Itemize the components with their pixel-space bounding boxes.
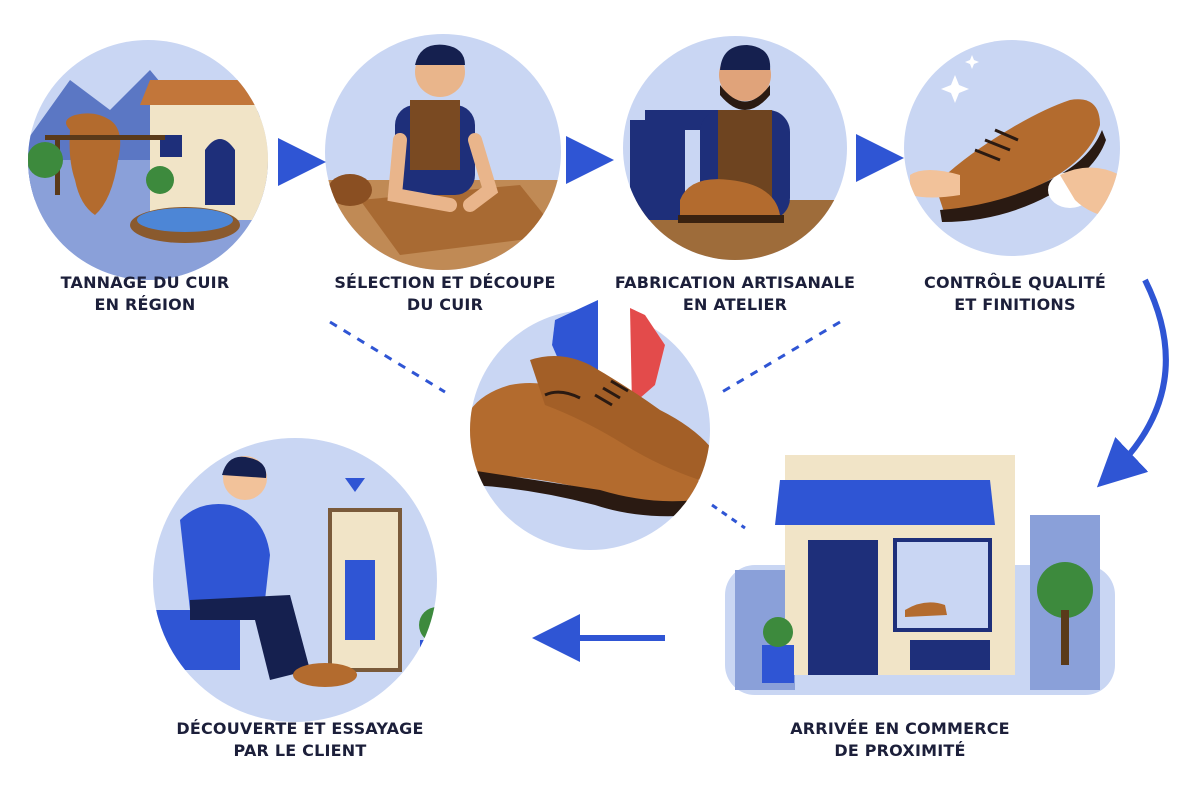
step4-illustration (904, 40, 1120, 256)
arrow-4-5 (1096, 278, 1169, 488)
step6-caption-line1: DÉCOUVERTE ET ESSAYAGE (176, 719, 424, 738)
step6-illustration (153, 438, 437, 722)
step5-illustration (725, 455, 1115, 695)
step4-caption: CONTRÔLE QUALITÉ ET FINITIONS (905, 272, 1125, 316)
step3-caption-line2: EN ATELIER (682, 295, 788, 314)
step2-caption-line1: SÉLECTION ET DÉCOUPE (334, 273, 556, 292)
step2-illustration (325, 34, 561, 270)
step1-illustration (28, 40, 268, 280)
dashed-connectors (329, 320, 841, 530)
step1-caption: TANNAGE DU CUIR EN RÉGION (40, 272, 250, 316)
step5-caption: ARRIVÉE EN COMMERCE DE PROXIMITÉ (775, 718, 1025, 762)
step4-caption-line1: CONTRÔLE QUALITÉ (924, 273, 1106, 292)
flow-arrows (278, 134, 1169, 662)
step4-caption-line2: ET FINITIONS (954, 295, 1076, 314)
step5-caption-line1: ARRIVÉE EN COMMERCE (790, 719, 1010, 738)
step2-caption-line2: DU CUIR (406, 295, 484, 314)
step2-caption: SÉLECTION ET DÉCOUPE DU CUIR (325, 272, 565, 316)
step3-caption: FABRICATION ARTISANALE EN ATELIER (600, 272, 870, 316)
step6-caption: DÉCOUVERTE ET ESSAYAGE PAR LE CLIENT (160, 718, 440, 762)
step3-caption-line1: FABRICATION ARTISANALE (614, 273, 856, 292)
step1-caption-line2: EN RÉGION (94, 295, 196, 314)
step6-caption-line2: PAR LE CLIENT (233, 741, 367, 760)
step3-illustration (623, 36, 847, 260)
step5-caption-line2: DE PROXIMITÉ (834, 741, 966, 760)
step1-caption-line1: TANNAGE DU CUIR (60, 273, 230, 292)
center-shoes-illustration (470, 300, 710, 550)
